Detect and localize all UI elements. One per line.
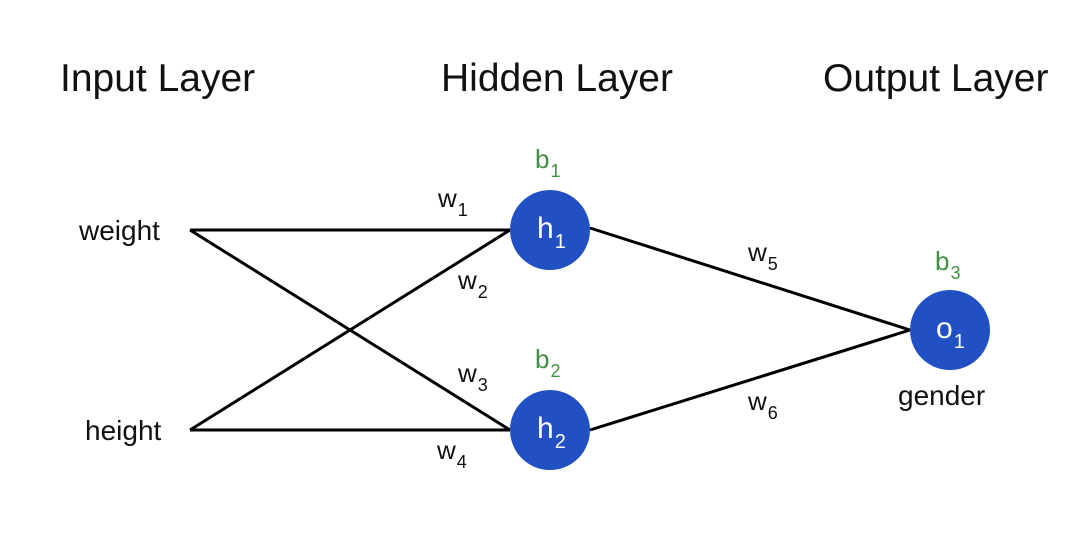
- weight-label-w5: w5: [747, 237, 778, 274]
- node-o1: o1: [910, 290, 990, 370]
- output-label-gender: gender: [898, 380, 985, 411]
- node-h2: h2: [510, 390, 590, 470]
- input-label-height: height: [85, 415, 162, 446]
- edge-h1-o1: [589, 226, 911, 332]
- node-h1: h1: [510, 190, 590, 270]
- weight-label-w4: w4: [436, 435, 467, 472]
- weight-label-w2: w2: [457, 265, 488, 302]
- hidden-layer-title: Hidden Layer: [441, 57, 673, 100]
- node-h2-label: h2: [537, 412, 566, 453]
- node-o1-label: o1: [936, 312, 965, 353]
- edge-height-h1: [189, 228, 511, 432]
- edge-h2-o1: [589, 328, 911, 432]
- output-layer-title: Output Layer: [823, 57, 1048, 100]
- input-layer-title: Input Layer: [60, 57, 255, 100]
- node-h1-label: h1: [537, 212, 566, 253]
- bias-label-b3: b3: [935, 246, 960, 283]
- bias-label-b2: b2: [535, 344, 560, 381]
- node-o1-circle: [910, 290, 990, 370]
- bias-label-b1: b1: [535, 144, 560, 181]
- edges: [189, 226, 911, 432]
- node-h2-circle: [510, 390, 590, 470]
- node-h1-circle: [510, 190, 590, 270]
- input-label-weight: weight: [78, 215, 160, 246]
- weight-label-w6: w6: [747, 386, 778, 423]
- weight-label-w1: w1: [437, 183, 468, 220]
- weight-label-w3: w3: [457, 358, 488, 395]
